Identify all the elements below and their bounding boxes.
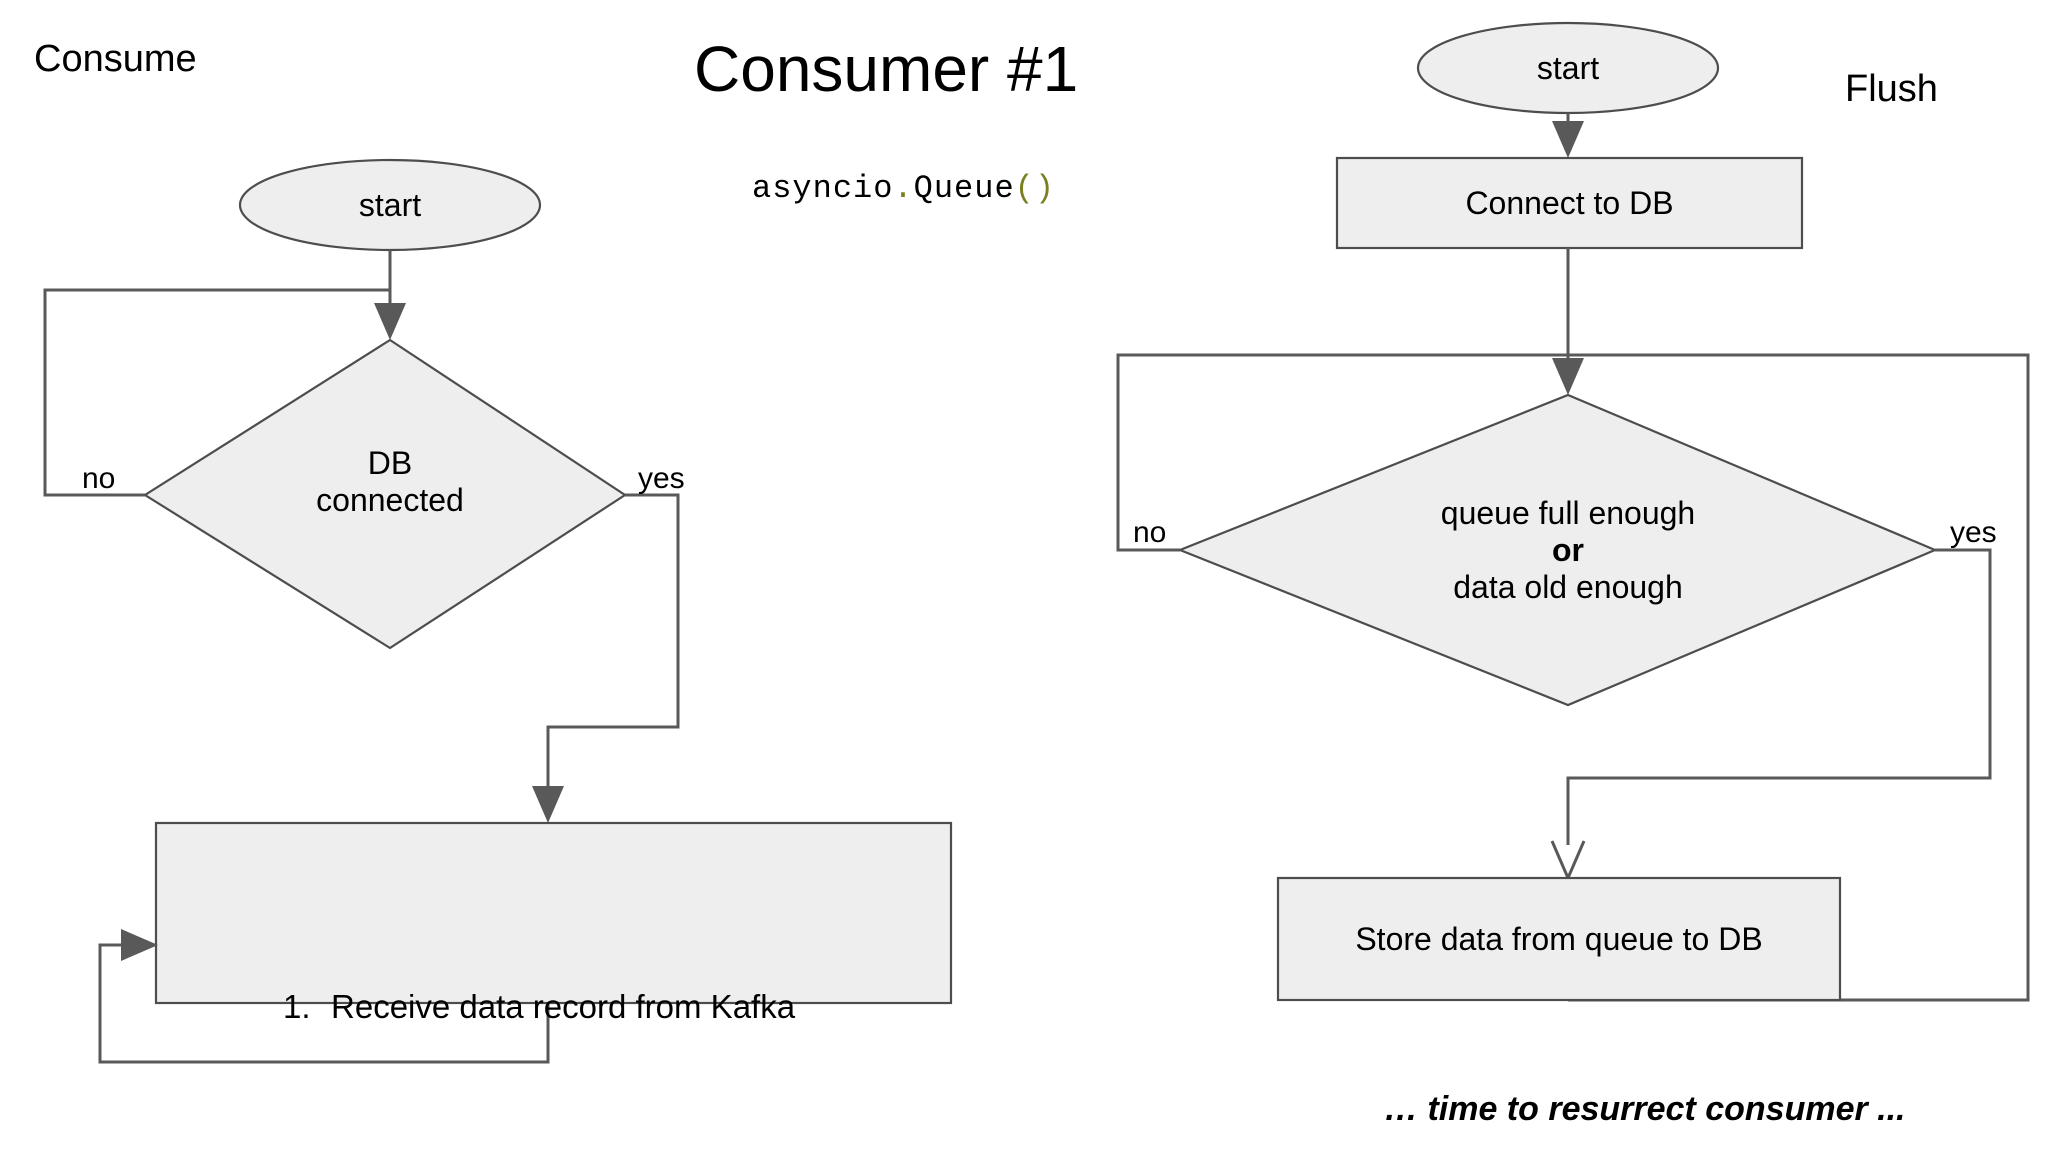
flush-edge-label-no: no: [1133, 516, 1167, 549]
consume-process-rect[interactable]: [154, 821, 953, 1005]
code-dot: .: [893, 170, 914, 207]
arrowhead-flush-yes-to-store: [1550, 840, 1586, 882]
list-item-number: 1.: [283, 987, 311, 1025]
code-parens: (): [1014, 170, 1056, 207]
arrowhead-consume-yes-to-process: [532, 786, 564, 823]
flush-decision-label-wrap: queue full enough or data old enough: [1368, 482, 1768, 618]
flush-connect-rect[interactable]: [1335, 156, 1804, 250]
flush-store-label-wrap: Store data from queue to DB: [1278, 916, 1840, 962]
flush-start-label: start: [1536, 49, 1600, 86]
page-title: Consumer #1: [694, 33, 1079, 105]
flush-decision-line2: or: [1551, 531, 1584, 568]
flush-connect-label-wrap: Connect to DB: [1337, 181, 1802, 225]
lane-label-flush: Flush: [1845, 68, 1938, 110]
consume-process-list: 1. Receive data record from Kafka 2.Put i…: [228, 866, 795, 1152]
flush-connect-label: Connect to DB: [1465, 184, 1674, 221]
consume-decision-diamond[interactable]: [142, 338, 628, 650]
arrowhead-consume-start-to-decision: [374, 303, 406, 340]
code-snippet: asyncio.Queue(): [752, 170, 1055, 207]
consume-decision-line1: DB: [367, 445, 413, 481]
code-base: asyncio: [752, 170, 894, 207]
consume-start-label: start: [358, 186, 422, 223]
consume-decision-label-wrap: DB connected: [290, 432, 490, 532]
flush-edge-label-yes: yes: [1950, 516, 1997, 549]
code-member: Queue: [913, 170, 1015, 207]
connector-consume-no-loop: [43, 288, 390, 497]
connector-flush-yes-path: [1566, 548, 1992, 845]
list-item: 1. Receive data record from Kafka: [228, 947, 795, 1068]
connector-consume-process-loop: [98, 943, 550, 1064]
list-item-text: Receive data record from Kafka: [331, 987, 796, 1025]
arrowhead-flush-start-to-connect: [1552, 121, 1584, 158]
flush-store-label: Store data from queue to DB: [1355, 920, 1763, 957]
consume-start-label-wrap: start: [290, 183, 490, 227]
flush-decision-label: queue full enough or data old enough: [1441, 495, 1695, 606]
flush-start-label-wrap: start: [1468, 46, 1668, 90]
footer-note: … time to resurrect consumer ...: [1384, 1090, 1906, 1128]
list-item: 2.Put it to the queue: [228, 1148, 795, 1152]
consume-edge-label-no: no: [82, 462, 116, 495]
flush-decision-line3: data old enough: [1453, 568, 1683, 605]
consume-decision-label: DB connected: [316, 445, 464, 519]
connector-consume-yes-path: [546, 493, 680, 790]
flush-decision-line1: queue full enough: [1440, 494, 1696, 531]
arrowhead-consume-loop-to-process: [121, 929, 158, 961]
arrowhead-flush-connect-to-decision: [1552, 358, 1584, 395]
flush-store-rect[interactable]: [1276, 876, 1842, 1002]
consume-edge-label-yes: yes: [638, 462, 685, 495]
flush-decision-diamond[interactable]: [1177, 393, 1938, 707]
connector-flush-no-loop: [1116, 353, 2030, 1002]
consume-decision-line2: connected: [316, 482, 464, 518]
lane-label-consume: Consume: [34, 38, 197, 80]
